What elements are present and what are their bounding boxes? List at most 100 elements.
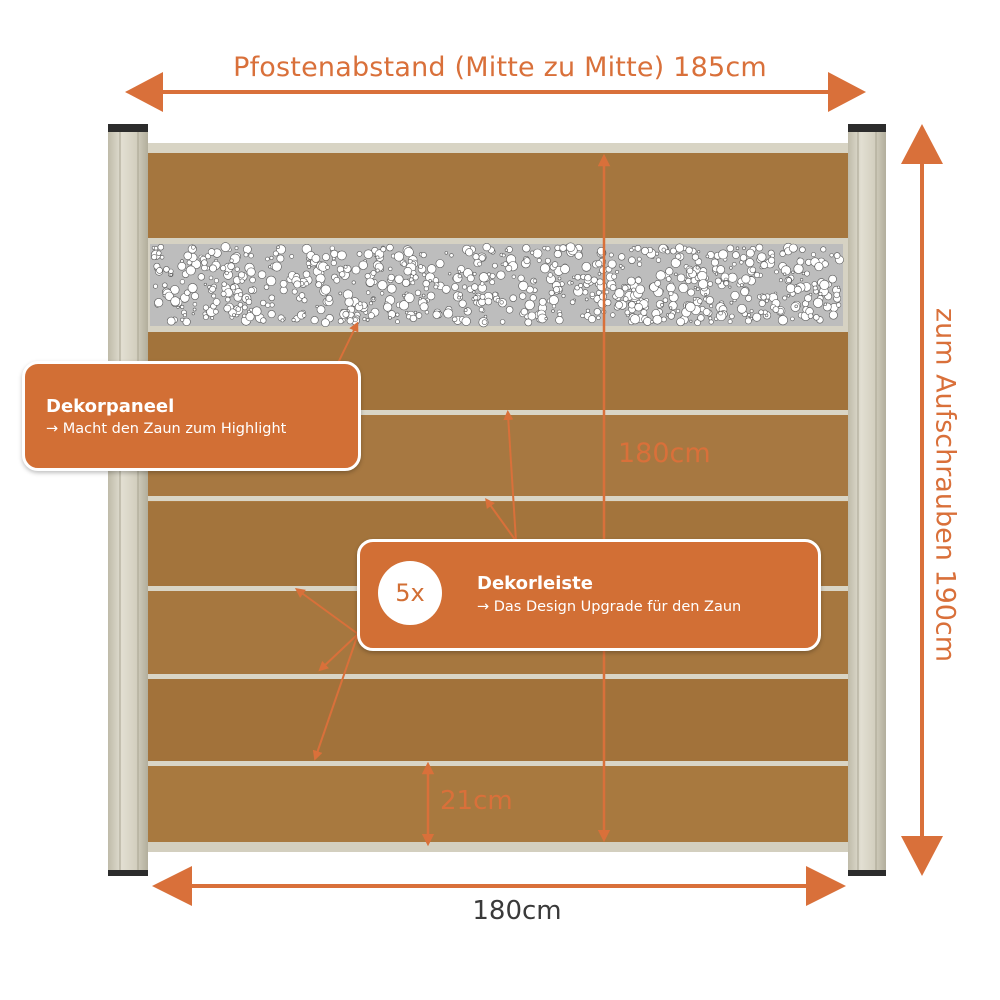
- perforation-hole: [610, 312, 616, 318]
- perforation-hole: [365, 277, 375, 287]
- perforation-hole: [685, 301, 696, 313]
- perforation-hole: [709, 304, 714, 309]
- perforation-hole: [263, 284, 270, 290]
- perforation-hole: [330, 259, 337, 266]
- perforation-hole: [346, 317, 354, 325]
- perforation-hole: [351, 280, 356, 285]
- perforation-hole: [570, 281, 574, 285]
- perforation-hole: [674, 272, 678, 276]
- perforation-hole: [618, 253, 626, 261]
- perforation-hole: [689, 319, 693, 323]
- perforation-hole: [675, 308, 681, 314]
- perforation-hole: [783, 272, 787, 276]
- perforation-hole: [547, 272, 553, 278]
- perforation-hole: [532, 278, 538, 283]
- perforation-hole: [548, 295, 559, 305]
- perforation-hole: [652, 314, 663, 325]
- perforation-hole: [740, 287, 750, 297]
- perforation-hole: [344, 297, 354, 307]
- perforation-hole: [511, 274, 516, 279]
- perforation-hole: [711, 258, 719, 267]
- perforation-hole: [729, 313, 735, 320]
- perforation-hole: [180, 317, 185, 322]
- perforation-hole: [457, 274, 462, 279]
- perforation-hole: [213, 308, 219, 315]
- perforation-hole: [695, 265, 700, 270]
- perforation-hole: [435, 259, 445, 268]
- panel-width-label: 180cm: [472, 896, 562, 926]
- perforation-hole: [203, 314, 209, 321]
- perforation-hole: [260, 299, 267, 307]
- perforation-hole: [329, 245, 335, 251]
- perforation-hole: [386, 283, 397, 294]
- perforation-hole: [243, 252, 249, 258]
- perforation-hole: [828, 274, 837, 284]
- perforation-hole: [801, 271, 806, 276]
- perforation-hole: [338, 291, 343, 296]
- perforation-hole: [813, 297, 824, 308]
- perforation-hole: [422, 293, 426, 298]
- perforation-hole: [203, 282, 207, 286]
- perforation-hole: [723, 280, 730, 287]
- perforation-hole: [180, 259, 184, 263]
- perforation-hole: [670, 247, 677, 255]
- perforation-hole: [432, 310, 441, 319]
- perforation-hole: [369, 301, 373, 306]
- perforation-hole: [358, 260, 368, 270]
- perforation-hole: [545, 257, 551, 264]
- perforation-hole: [505, 306, 514, 314]
- perforation-hole: [249, 276, 256, 284]
- perforation-hole: [604, 299, 612, 307]
- perforation-hole: [553, 250, 562, 259]
- perforation-hole: [238, 271, 245, 279]
- perforation-hole: [333, 276, 341, 284]
- perforation-hole: [496, 270, 506, 280]
- perforation-hole: [764, 313, 769, 318]
- perforation-hole: [457, 270, 462, 274]
- perforation-hole: [502, 261, 509, 267]
- perforation-hole: [676, 273, 686, 283]
- perforation-hole: [301, 297, 308, 304]
- perforation-hole: [662, 297, 669, 303]
- perforation-hole: [675, 253, 682, 260]
- perforation-hole: [532, 248, 543, 259]
- perforation-hole: [472, 253, 480, 261]
- perforation-hole: [156, 267, 163, 274]
- perforation-hole: [280, 318, 285, 323]
- perforation-hole: [489, 273, 496, 279]
- perforation-hole: [607, 259, 617, 269]
- perforation-hole: [753, 271, 760, 278]
- perforation-hole: [833, 291, 840, 299]
- perforation-hole: [665, 276, 672, 282]
- perforation-hole: [307, 265, 311, 269]
- perforation-hole: [708, 319, 714, 325]
- perforation-hole: [404, 292, 415, 303]
- perforation-hole: [705, 296, 714, 305]
- perforation-hole: [621, 284, 629, 292]
- perforation-hole: [267, 310, 276, 319]
- perforation-hole: [377, 280, 388, 291]
- perforation-hole: [517, 274, 525, 282]
- fence-panel: [143, 143, 854, 852]
- perforation-hole: [796, 257, 805, 266]
- perforation-hole: [210, 316, 214, 320]
- perforation-hole: [293, 280, 302, 289]
- perforation-hole: [260, 317, 267, 324]
- perforation-hole: [366, 290, 371, 295]
- perforation-hole: [182, 313, 187, 318]
- perforation-hole: [302, 270, 311, 278]
- perforation-hole: [578, 283, 584, 288]
- perforation-hole: [478, 272, 489, 283]
- board-6: [147, 678, 850, 762]
- perforation-hole: [304, 281, 309, 287]
- perforation-hole: [757, 252, 767, 262]
- perforation-hole: [530, 250, 535, 255]
- perforation-hole: [768, 256, 776, 264]
- perforation-hole: [153, 246, 159, 251]
- perforation-hole: [234, 246, 239, 251]
- perforation-hole: [269, 255, 274, 260]
- perforation-hole: [311, 254, 321, 263]
- perforation-hole: [793, 263, 804, 274]
- perforation-hole: [472, 290, 476, 294]
- perforation-hole: [611, 273, 617, 280]
